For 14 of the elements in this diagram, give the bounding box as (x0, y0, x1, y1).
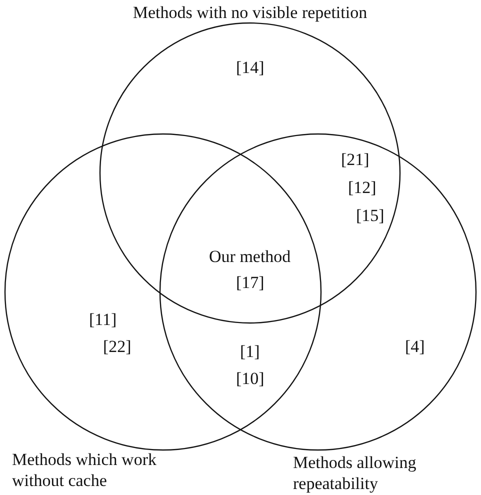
citation-label: [12] (348, 178, 376, 198)
citation-label: [15] (356, 206, 384, 226)
citation-label: [1] (240, 342, 260, 362)
citation-label: [11] (89, 310, 117, 330)
set-label: Methods allowing repeatability (293, 452, 418, 494)
set-label: Methods with no visible repetition (132, 2, 368, 23)
citation-label: [10] (236, 369, 264, 389)
citation-label: [22] (103, 337, 132, 357)
citation-label: [17] (236, 273, 264, 293)
set-label: Methods which work without cache (12, 449, 158, 491)
citation-label: [4] (405, 337, 425, 357)
citation-label: Our method (209, 247, 291, 267)
citation-label: [21] (341, 150, 370, 170)
citation-label: [14] (236, 58, 264, 78)
